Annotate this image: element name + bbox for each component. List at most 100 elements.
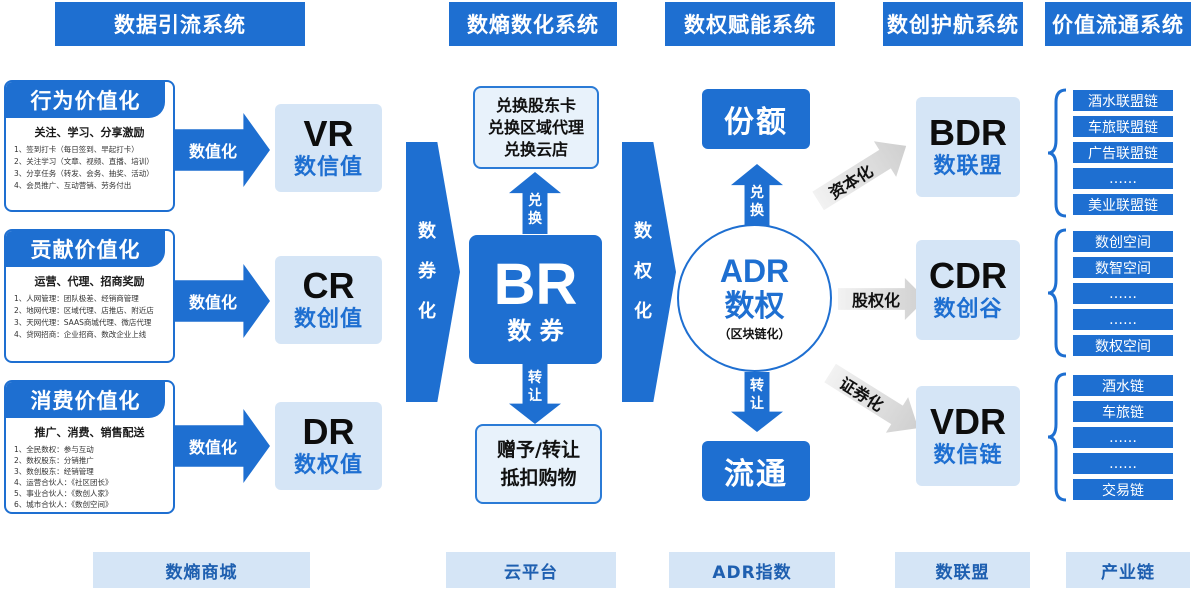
chain-item: …… [1073, 309, 1173, 330]
footer-entropy-mall: 数熵商城 [93, 552, 310, 588]
footer-adr-index: ADR指数 [669, 552, 835, 588]
br-transfer-arrow: 转 让 [509, 364, 561, 424]
header-rights-system: 数权赋能系统 [665, 2, 835, 46]
arrow-char: 换 [750, 203, 764, 219]
card-subtitle: 关注、学习、分享激励 [34, 126, 145, 139]
adr-exchange-arrow: 兑 换 [731, 164, 783, 226]
arrow-char: 让 [750, 396, 764, 412]
card-subtitle: 运营、代理、招商奖励 [34, 275, 145, 288]
list-item: 4、运营合伙人：《社区团长》 [14, 478, 113, 487]
vdr-box: VDR 数信链 [916, 386, 1020, 486]
chain-item: …… [1073, 283, 1173, 304]
tokenize-arrow: 数 券 化 [406, 142, 460, 402]
list-item: 3、分享任务（转发、会务、抽奖、活动） [14, 169, 154, 178]
chain-item: 交易链 [1073, 479, 1173, 500]
chain-item: 美业联盟链 [1073, 194, 1173, 215]
footer-alliance: 数联盟 [895, 552, 1030, 588]
brace-icon [1047, 372, 1067, 502]
rights-arrow: 数 权 化 [622, 142, 676, 402]
card-title: 行为价值化 [6, 82, 165, 118]
vdr-code: VDR [929, 401, 1006, 442]
list-item: 3、天网代理：SAAS商城代理、微店代理 [14, 318, 152, 327]
vr-code: VR [303, 113, 354, 154]
dr-box: DR 数权值 [275, 402, 382, 490]
card-list: 1、人网管理：团队极差、经销商管理 2、地网代理：区域代理、店推店、附近店 3、… [6, 293, 173, 341]
card-subtitle: 推广、消费、销售配送 [34, 426, 145, 439]
arrow-label: 数值化 [189, 438, 238, 457]
dr-name: 数权值 [293, 453, 363, 478]
arrow-char: 数 [634, 221, 652, 242]
exchange-item: 兑换区域代理 [487, 117, 584, 137]
adr-name: 数权 [724, 289, 785, 324]
share-box: 份额 [702, 89, 810, 149]
dr-code: DR [302, 411, 355, 452]
exchange-item: 兑换股东卡 [495, 95, 576, 115]
cdr-code: CDR [929, 255, 1007, 296]
header-entropy-system: 数熵数化系统 [449, 2, 617, 46]
arrow-char: 换 [528, 211, 542, 227]
chain-item: …… [1073, 168, 1173, 189]
bdr-box: BDR 数联盟 [916, 97, 1020, 197]
arrow-label: 股权化 [852, 291, 901, 310]
adr-code: ADR [719, 253, 790, 289]
cr-name: 数创值 [293, 307, 363, 332]
arrow-char: 兑 [528, 193, 542, 209]
card-behavior-value: 行为价值化 关注、学习、分享激励 1、签到打卡（每日签到、早起打卡） 2、关注学… [4, 80, 175, 212]
arrow-char: 转 [528, 370, 542, 386]
flow-box: 流通 [702, 441, 810, 501]
digitize-arrow-2: 数值化 [175, 264, 270, 338]
cdr-box: CDR 数创谷 [916, 240, 1020, 340]
chain-item: …… [1073, 427, 1173, 448]
br-exchange-arrow: 兑 换 [509, 172, 561, 234]
capitalize-arrow: 资本化 [807, 128, 917, 219]
chain-item: …… [1073, 453, 1173, 474]
list-item: 2、数权股东：分销推广 [14, 456, 94, 465]
chain-item: 广告联盟链 [1073, 142, 1173, 163]
digitize-arrow-1: 数值化 [175, 113, 270, 187]
arrow-char: 化 [634, 301, 652, 322]
card-list: 1、全民数权：参与互动 2、数权股东：分销推广 3、数创股东：经销管理 4、运营… [6, 444, 173, 510]
brace-icon [1047, 88, 1067, 218]
list-item: 1、签到打卡（每日签到、早起打卡） [14, 145, 139, 154]
adr-circle: ADR 数权 （区块链化） [677, 224, 832, 372]
exchange-box: 兑换股东卡 兑换区域代理 兑换云店 [473, 86, 599, 169]
list-item: 6、城市合伙人：《数创空间》 [14, 500, 113, 509]
chain-item: 数权空间 [1073, 335, 1173, 356]
list-item: 1、全民数权：参与互动 [14, 445, 94, 454]
card-title: 消费价值化 [6, 382, 165, 418]
list-item: 2、关注学习（文章、视频、直播、培训） [14, 157, 154, 166]
br-code: BR [493, 251, 578, 317]
brace-icon [1047, 228, 1067, 358]
vr-box: VR 数信值 [275, 104, 382, 192]
adr-transfer-arrow: 转 让 [731, 372, 783, 432]
card-list: 1、签到打卡（每日签到、早起打卡） 2、关注学习（文章、视频、直播、培训） 3、… [6, 144, 173, 192]
chain-item: 数智空间 [1073, 257, 1173, 278]
list-item: 4、贷网招商：企业招商、数改企业上线 [14, 330, 147, 339]
arrow-char: 转 [750, 378, 764, 394]
vr-name: 数信值 [293, 155, 363, 180]
card-contribution-value: 贡献价值化 运营、代理、招商奖励 1、人网管理：团队极差、经销商管理 2、地网代… [4, 229, 175, 363]
arrow-char: 权 [634, 261, 652, 282]
list-item: 1、人网管理：团队极差、经销商管理 [14, 294, 139, 303]
br-name: 数 券 [507, 316, 564, 345]
card-title: 贡献价值化 [6, 231, 165, 267]
equity-arrow: 股权化 [838, 278, 926, 320]
card-consumption-value: 消费价值化 推广、消费、销售配送 1、全民数权：参与互动 2、数权股东：分销推广… [4, 380, 175, 514]
footer-cloud-platform: 云平台 [446, 552, 616, 588]
gift-item: 赠予/转让 [497, 439, 580, 461]
header-data-traffic-system: 数据引流系统 [55, 2, 305, 46]
chain-item: 酒水联盟链 [1073, 90, 1173, 111]
header-protect-system: 数创护航系统 [883, 2, 1023, 46]
arrow-label: 证券化 [836, 373, 887, 416]
arrow-char: 券 [418, 261, 436, 282]
footer-industry-chain: 产业链 [1066, 552, 1190, 588]
gift-item: 抵扣购物 [500, 467, 577, 489]
vdr-name: 数信链 [933, 443, 1003, 468]
digitize-arrow-3: 数值化 [175, 409, 270, 483]
chain-item: 酒水链 [1073, 375, 1173, 396]
adr-sub: （区块链化） [718, 327, 791, 341]
bdr-name: 数联盟 [933, 154, 1003, 179]
chain-item: 车旅联盟链 [1073, 116, 1173, 137]
chain-item: 车旅链 [1073, 401, 1173, 422]
gift-transfer-box: 赠予/转让 抵扣购物 [475, 424, 602, 504]
